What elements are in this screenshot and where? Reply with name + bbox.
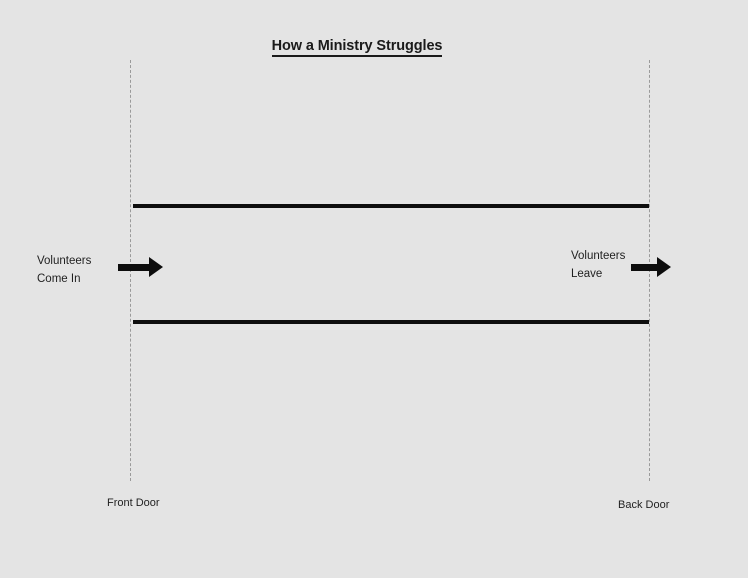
volunteers-come-in-arrow-icon bbox=[118, 257, 163, 277]
volunteers-come-in-line2: Come In bbox=[37, 273, 81, 285]
volunteers-leave-arrow-icon bbox=[631, 257, 671, 277]
arrow-head bbox=[657, 257, 671, 277]
volunteers-come-in-line1: Volunteers bbox=[37, 255, 92, 267]
volunteers-leave-line1: Volunteers bbox=[571, 250, 626, 262]
arrow-shaft bbox=[118, 264, 150, 271]
pipe-top-line bbox=[133, 204, 649, 208]
front-door-label: Front Door bbox=[107, 497, 160, 509]
diagram-title: How a Ministry Struggles bbox=[0, 38, 714, 57]
volunteers-come-in-label: Volunteers Come In bbox=[37, 252, 91, 288]
arrow-shaft bbox=[631, 264, 658, 271]
volunteers-leave-label: Volunteers Leave bbox=[571, 247, 625, 283]
arrow-head bbox=[149, 257, 163, 277]
volunteers-leave-line2: Leave bbox=[571, 268, 603, 280]
pipe-bottom-line bbox=[133, 320, 649, 324]
diagram-title-text: How a Ministry Struggles bbox=[271, 38, 443, 57]
back-door-label: Back Door bbox=[618, 499, 670, 511]
